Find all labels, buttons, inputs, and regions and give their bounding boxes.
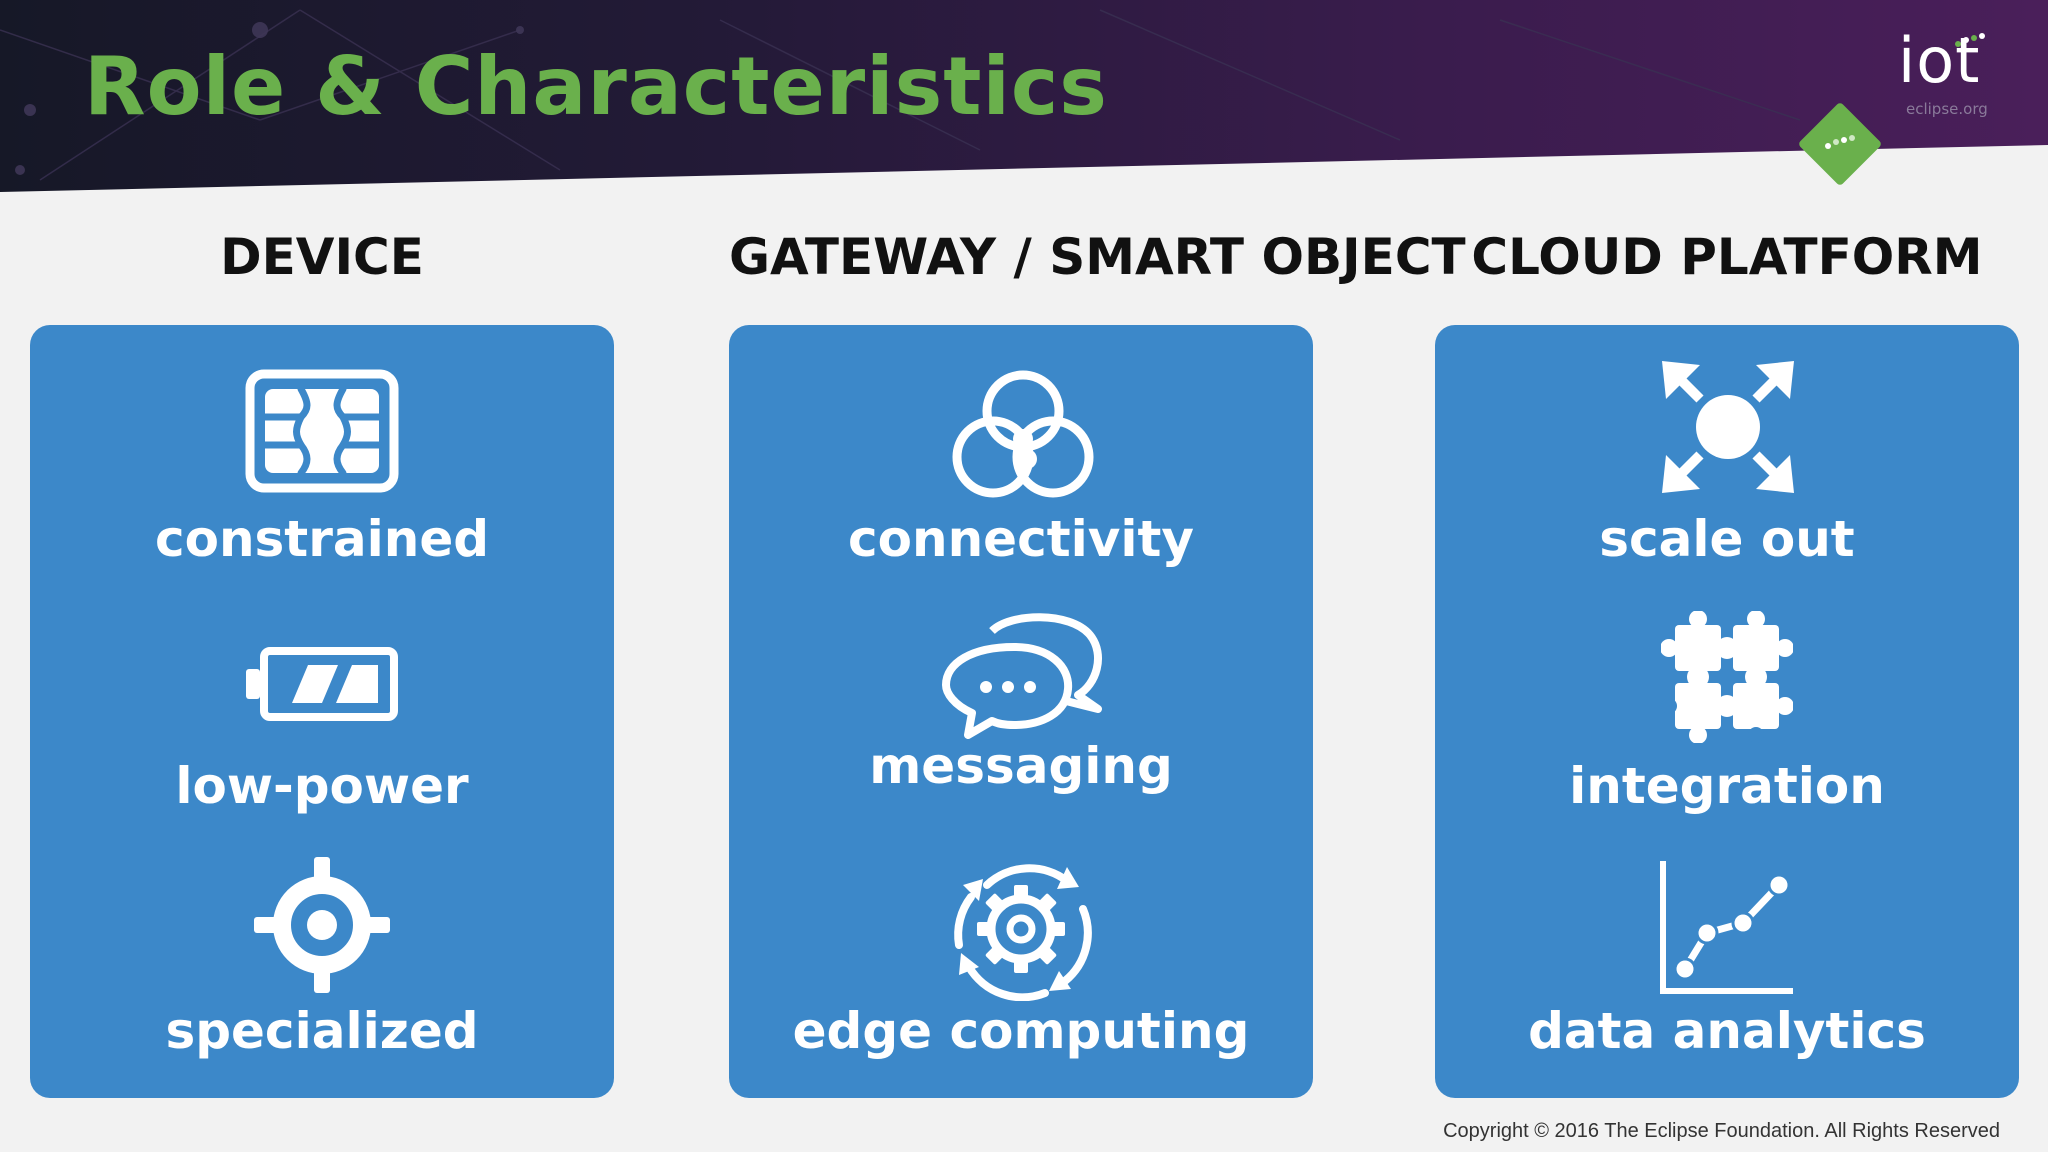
sim-chip-icon [245,369,399,493]
logo-subtext: eclipse.org [1906,100,1988,118]
expand-arrows-icon [1662,361,1794,493]
battery-icon [246,647,398,721]
diamond-dots-icon [1825,135,1855,149]
puzzle-icon [1661,611,1793,743]
item-label-connectivity: connectivity [848,510,1194,568]
logo-wordmark: iot [1898,24,1981,97]
chat-bubbles-icon [942,613,1102,739]
connected-circles-icon [952,370,1094,498]
column-heading-cloud: CLOUD PLATFORM [1471,228,1983,286]
cloud-panel: scale out integration [1435,325,2019,1098]
item-label-edge-computing: edge computing [792,1002,1250,1060]
page-title: Role & Characteristics [84,40,1108,133]
gear-cycle-icon [954,864,1092,1001]
item-label-low-power: low-power [175,757,469,815]
device-panel: constrained low-power specialized [30,325,614,1098]
item-label-integration: integration [1569,757,1885,815]
header-banner: Role & Characteristics iot eclipse.org [0,0,2048,192]
item-label-data-analytics: data analytics [1528,1002,1926,1060]
gateway-panel: connectivity messaging [729,325,1313,1098]
item-label-scale-out: scale out [1599,510,1855,568]
item-label-messaging: messaging [869,737,1173,795]
item-label-constrained: constrained [154,510,490,568]
eclipse-iot-logo: iot eclipse.org [1888,20,2028,192]
item-label-specialized: specialized [165,1002,479,1060]
column-heading-gateway: GATEWAY / SMART OBJECT [729,228,1466,286]
column-heading-device: DEVICE [220,228,424,286]
target-icon [254,857,390,993]
line-chart-icon [1660,861,1793,994]
logo-dots-icon [1955,33,1985,47]
network-background [0,9,1801,181]
copyright-notice: Copyright © 2016 The Eclipse Foundation.… [1443,1120,2000,1142]
